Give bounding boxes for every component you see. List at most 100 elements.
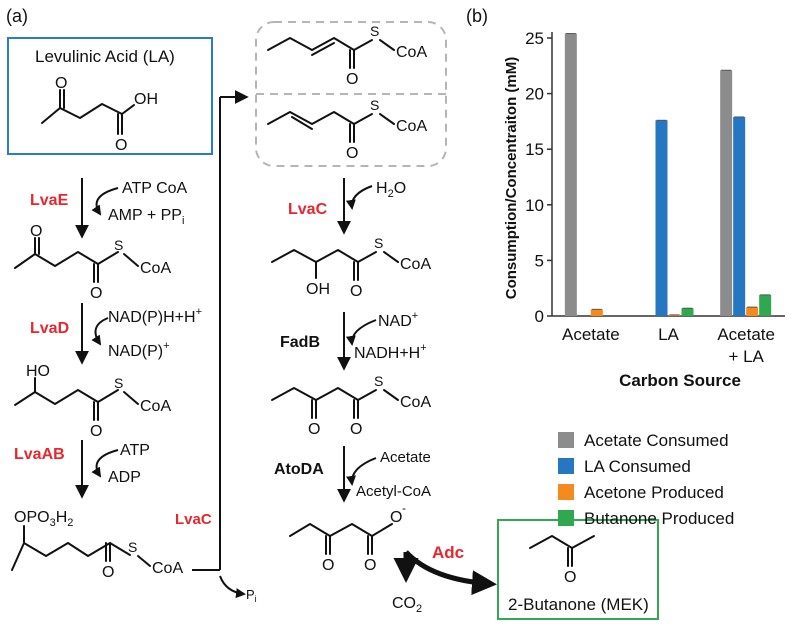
enzyme-lvad: LvaD xyxy=(30,320,69,337)
legend-swatch xyxy=(558,432,574,448)
legend-swatch xyxy=(558,458,574,474)
svg-text:O: O xyxy=(346,71,358,88)
legend-swatch xyxy=(558,484,574,500)
svg-text:O: O xyxy=(322,557,334,574)
cofactor-pi: Pi xyxy=(246,587,257,604)
svg-text:S: S xyxy=(374,373,383,389)
svg-text:S: S xyxy=(128,539,137,555)
svg-text:O: O xyxy=(115,137,127,154)
svg-text:O: O xyxy=(55,75,67,92)
legend-label: LA Consumed xyxy=(584,457,691,476)
bar-la-consumed xyxy=(655,120,668,317)
cofactor-amp-ppi: AMP + PPi xyxy=(108,207,184,227)
y-tick-label: 0 xyxy=(535,307,544,326)
bar-butanone-produced xyxy=(681,308,694,316)
svg-text:S: S xyxy=(114,375,123,391)
svg-text:O: O xyxy=(102,564,114,581)
bar-acetone-produced xyxy=(590,309,603,316)
svg-text:O: O xyxy=(350,283,362,300)
butanone-box xyxy=(497,519,659,620)
svg-text:OH: OH xyxy=(306,281,330,298)
enoyl-coa-box xyxy=(255,21,447,167)
enzyme-lvac-left: LvaC xyxy=(175,511,212,528)
cofactor-adp: ADP xyxy=(108,469,141,486)
bar-acetate-consumed xyxy=(564,33,577,316)
enzyme-lvae: LvaE xyxy=(30,192,69,209)
svg-text:CoA: CoA xyxy=(140,398,171,415)
cofactor-atp-coa: ATP CoA xyxy=(122,180,188,197)
svg-text:O: O xyxy=(346,145,358,162)
cofactor-h2o: H2O xyxy=(376,180,406,200)
svg-text:HO: HO xyxy=(26,363,50,380)
svg-text:OPO3H2: OPO3H2 xyxy=(14,509,73,529)
bar-acetate-consumed xyxy=(720,70,733,316)
svg-text:OH: OH xyxy=(134,91,158,108)
legend-label: Acetone Produced xyxy=(584,483,724,502)
svg-text:CoA: CoA xyxy=(400,256,431,273)
svg-text:CoA: CoA xyxy=(396,118,427,135)
y-tick-label: 5 xyxy=(535,251,544,270)
levulinic-acid-title: Levulinic Acid (LA) xyxy=(35,47,175,66)
cofactor-nadp: NAD(P)+ xyxy=(108,340,170,360)
butanone-structure: O xyxy=(529,535,595,586)
levulinic-acid-box xyxy=(7,37,213,155)
svg-text:O: O xyxy=(390,509,402,526)
svg-text:O: O xyxy=(364,557,376,574)
3-hydroxyvaleryl-coa-structure: OH O S CoA xyxy=(271,235,431,300)
cofactor-atp: ATP xyxy=(120,442,150,459)
chart-y-axis-label: Consumption/Concentraiton (mM) xyxy=(503,57,520,299)
y-tick-label: 15 xyxy=(525,140,544,159)
levulinic-acid-structure: O O OH xyxy=(41,75,158,154)
svg-text:O: O xyxy=(90,423,102,440)
cofactor-nadph: NAD(P)H+H+ xyxy=(108,306,202,326)
3-oxovalerate-structure: O O O - xyxy=(289,501,406,574)
y-tick-label: 20 xyxy=(525,85,544,104)
svg-text:S: S xyxy=(370,97,379,113)
bar-la-consumed xyxy=(733,116,746,317)
svg-text:S: S xyxy=(374,235,383,251)
cofactor-nadh: NADH+H+ xyxy=(354,342,427,362)
enzyme-fadb: FadB xyxy=(280,334,320,351)
3-oxovaleryl-coa-structure: O O S CoA xyxy=(271,373,431,438)
svg-text:CoA: CoA xyxy=(400,394,431,411)
svg-text:O: O xyxy=(308,421,320,438)
enoyl-coa-3-structure: O S CoA xyxy=(267,97,427,162)
cofactor-acetate: Acetate xyxy=(380,449,431,466)
panel-a: (a) Levulinic Acid (LA) O O OH LvaE ATP … xyxy=(6,6,659,620)
enzyme-adc: Adc xyxy=(432,543,464,562)
levulinyl-coa-structure: O O S CoA xyxy=(14,223,171,302)
x-tick-label: + LA xyxy=(728,347,764,366)
butanone-title: 2-Butanone (MEK) xyxy=(508,595,649,614)
x-tick-label: Acetate xyxy=(562,325,620,344)
y-tick-label: 10 xyxy=(525,196,544,215)
panel-b: (b) Consumption/Concentraiton (mM) 0 5 10 1… xyxy=(466,6,785,528)
x-tick-label: LA xyxy=(658,325,679,344)
panel-b-label: (b) xyxy=(466,6,488,26)
phospho-coa-structure: OPO3H2 O S CoA xyxy=(11,509,183,581)
enzyme-lvaab: LvaAB xyxy=(14,446,65,463)
enzyme-lvac-right: LvaC xyxy=(288,201,328,218)
cofactor-nad: NAD+ xyxy=(378,310,418,330)
enzyme-atoda: AtoDA xyxy=(274,461,324,478)
legend-label: Acetate Consumed xyxy=(584,431,729,450)
svg-text:CoA: CoA xyxy=(152,560,183,577)
bar-acetone-produced xyxy=(668,314,681,316)
x-tick-label: Acetate xyxy=(717,325,775,344)
svg-text:S: S xyxy=(114,237,123,253)
svg-text:O: O xyxy=(350,421,362,438)
panel-a-label: (a) xyxy=(6,6,28,26)
svg-text:O: O xyxy=(30,223,42,240)
chart-x-axis-label: Carbon Source xyxy=(619,371,741,390)
svg-text:O: O xyxy=(564,569,576,586)
cofactor-acetyl-coa: Acetyl-CoA xyxy=(356,483,431,500)
legend-swatch xyxy=(558,510,574,526)
bar-butanone-produced xyxy=(759,294,772,316)
bar-acetone-produced xyxy=(746,307,759,316)
svg-text:-: - xyxy=(402,501,406,515)
cofactor-co2: CO2 xyxy=(392,595,422,615)
svg-text:O: O xyxy=(90,285,102,302)
svg-text:CoA: CoA xyxy=(396,44,427,61)
legend-label: Butanone Produced xyxy=(584,509,734,528)
